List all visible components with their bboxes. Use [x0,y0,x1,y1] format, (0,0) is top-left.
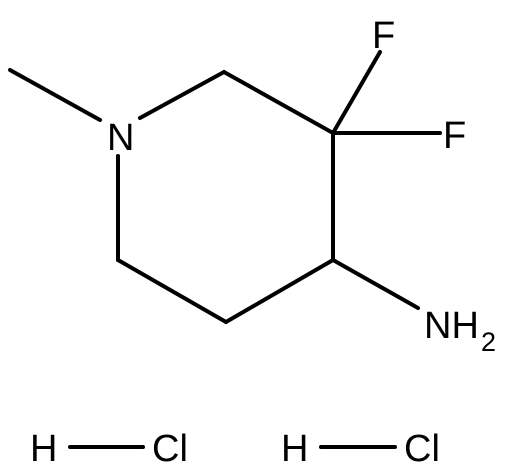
bond-c2-c3 [222,70,335,135]
fluorine-label-top: F [372,15,395,57]
bond-c5-c6 [116,258,228,324]
bond-methyl-n [8,68,102,122]
bond-n-c2 [138,70,226,120]
hcl-salt-1: H Cl [30,428,188,470]
bond-c4-nh2 [331,258,420,310]
nitrogen-label: N [107,117,134,159]
hcl-1-hydrogen: H [30,428,57,470]
bond-c3-f1 [331,50,382,135]
hcl-2-chlorine: Cl [404,428,440,470]
hcl-2-hydrogen: H [281,428,308,470]
fluorine-label-right: F [443,115,466,157]
hcl-salt-2: H Cl [281,428,440,470]
hcl-1-chlorine: Cl [152,428,188,470]
amine-label: NH [424,305,479,347]
amine-subscript: 2 [481,327,496,357]
bond-lines [8,50,442,324]
bond-c4-c5 [224,258,335,324]
